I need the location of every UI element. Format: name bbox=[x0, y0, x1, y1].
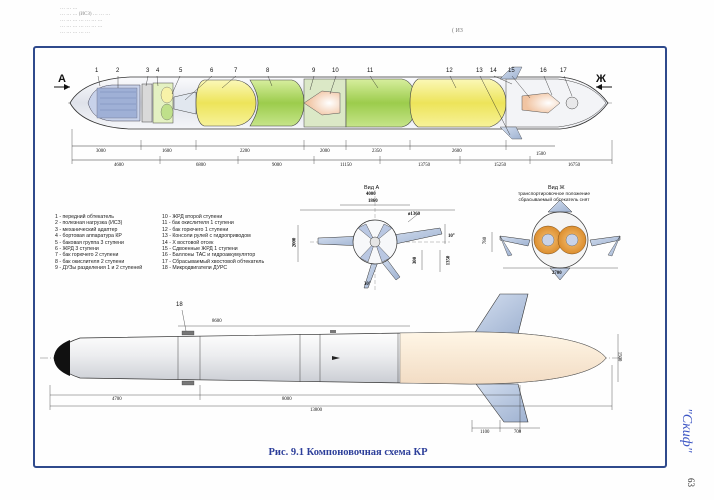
side-dim-1100: 1100 bbox=[480, 430, 490, 435]
side-dim-1500: 1500 bbox=[616, 351, 622, 362]
dim-2350: 2350 bbox=[372, 149, 382, 154]
legend-item: 2 - полезная нагрузка (ИСЗ) bbox=[55, 220, 123, 227]
legend-item: 1 - передний обтекатель bbox=[55, 214, 114, 220]
callout-8: 8 bbox=[266, 68, 270, 74]
callout-14: 14 bbox=[490, 68, 497, 74]
callout-10: 10 bbox=[332, 68, 339, 74]
view-a-dim-300: 300 bbox=[413, 256, 419, 265]
legend-item: 17 - Сбрасываемый хвостовой обтекатель bbox=[162, 258, 265, 265]
side-view-drawing bbox=[40, 293, 620, 432]
legend-item: 14 - Х востовой отсек bbox=[162, 239, 214, 246]
station-6800: 6800 bbox=[196, 163, 206, 168]
legend-item: 15 - Сдвоенные ЖРД 1 ступени bbox=[162, 246, 238, 253]
station-11150: 11150 bbox=[340, 163, 352, 168]
legend-item: 16 - Баллоны ТАС и гидроаккумулятор bbox=[162, 252, 256, 259]
dim-1500: 1500 bbox=[536, 152, 546, 157]
figure-frame bbox=[33, 46, 667, 468]
callout-2: 2 bbox=[116, 68, 120, 74]
view-a-dim-10deg: 10° bbox=[448, 234, 455, 239]
legend-item: 11 - бак окислителя 1 ступени bbox=[162, 220, 234, 227]
legend-right: 10 - ЖРД второй ступени 11 - бак окислит… bbox=[162, 214, 264, 272]
legend-left: 1 - передний обтекатель 2 - полезная наг… bbox=[55, 214, 142, 272]
view-zh-title: Вид Ж bbox=[548, 185, 565, 191]
view-a-dim-1360: ø1360 bbox=[408, 212, 420, 217]
side-dim-8600: 8600 bbox=[212, 319, 222, 324]
view-zh-drawing bbox=[491, 199, 621, 281]
legend-item: 10 - ЖРД второй ступени bbox=[162, 214, 223, 220]
callout-4: 4 bbox=[156, 68, 160, 74]
view-zh-dim-780: 780 bbox=[483, 236, 489, 245]
callout-11: 11 bbox=[367, 68, 374, 74]
callout-9: 9 bbox=[312, 68, 316, 74]
dim-2600: 2600 bbox=[452, 149, 462, 154]
view-a-dim-30deg: 30° bbox=[364, 282, 371, 287]
side-dim-700: 700 bbox=[514, 430, 522, 435]
view-a-title: Вид А bbox=[364, 185, 380, 191]
brand-label: "Скиф" bbox=[679, 408, 694, 453]
view-a-dim-1350: 1350 bbox=[446, 255, 452, 266]
dim-3000: 3000 bbox=[96, 149, 106, 154]
header-text: … … … … … … (ИСЗ) … … … … … … … … … … … … bbox=[60, 6, 111, 35]
view-zh-subtitle: транспортировочное положение сбрасываемы… bbox=[518, 192, 590, 203]
station-15250: 15250 bbox=[494, 163, 506, 168]
station-9000: 9000 bbox=[272, 163, 282, 168]
callout-18: 18 bbox=[176, 302, 183, 308]
callout-12: 12 bbox=[446, 68, 453, 74]
view-a-marker: А bbox=[58, 73, 66, 85]
legend-item: 18 - Микродвигатели ДУРС bbox=[162, 265, 228, 272]
legend-item: 12 - бак горючего 1 ступени bbox=[162, 226, 229, 233]
view-a-dim-4000: 4000 bbox=[366, 192, 376, 197]
station-4600: 4600 bbox=[114, 163, 124, 168]
callout-17: 17 bbox=[560, 68, 567, 74]
dim-2200: 2200 bbox=[240, 149, 250, 154]
callout-13: 13 bbox=[476, 68, 483, 74]
station-13750: 13750 bbox=[418, 163, 430, 168]
dim-2000: 2000 bbox=[320, 149, 330, 154]
header-mark: ( ИЗ bbox=[452, 28, 463, 34]
callout-15: 15 bbox=[508, 68, 515, 74]
side-dim-8000: 8000 bbox=[282, 397, 292, 402]
callout-1: 1 bbox=[95, 68, 99, 74]
figure-caption: Рис. 9.1 Компоновочная схема КР bbox=[268, 447, 428, 458]
legend-item: 3 - механический адаптер bbox=[55, 226, 118, 233]
legend-item: 8 - бак окислителя 2 ступени bbox=[55, 258, 125, 265]
callout-5: 5 bbox=[179, 68, 183, 74]
callout-7: 7 bbox=[234, 68, 238, 74]
cross-section-view bbox=[54, 66, 613, 164]
callout-16: 16 bbox=[540, 68, 547, 74]
view-a-drawing bbox=[297, 190, 455, 290]
dim-1600: 1600 bbox=[162, 149, 172, 154]
side-dim-4700: 4700 bbox=[112, 397, 122, 402]
station-16750: 16750 bbox=[568, 163, 580, 168]
view-zh-marker: Ж bbox=[596, 73, 606, 85]
legend-item: 5 - баковая группа 3 ступени bbox=[55, 239, 124, 246]
legend-item: 7 - бак горючего 2 ступени bbox=[55, 252, 119, 259]
page-number: 63 bbox=[686, 478, 696, 487]
view-a-dim-1860: 1860 bbox=[368, 199, 378, 204]
legend-item: 9 - ДУЗы разделения 1 и 2 ступеней bbox=[55, 265, 143, 272]
callout-6: 6 bbox=[210, 68, 214, 74]
view-zh-dim-2700: 2700 bbox=[552, 271, 562, 276]
view-a-dim-2000: 2000 bbox=[292, 237, 298, 248]
legend-item: 13 - Консоли рулей с гидроприводом bbox=[162, 233, 251, 240]
legend-item: 6 - ЖРД 3 ступени bbox=[55, 246, 99, 253]
callout-3: 3 bbox=[146, 68, 150, 74]
legend-item: 4 - бортовая аппаратура КР bbox=[55, 233, 122, 240]
side-dim-13800: 13800 bbox=[310, 408, 322, 413]
